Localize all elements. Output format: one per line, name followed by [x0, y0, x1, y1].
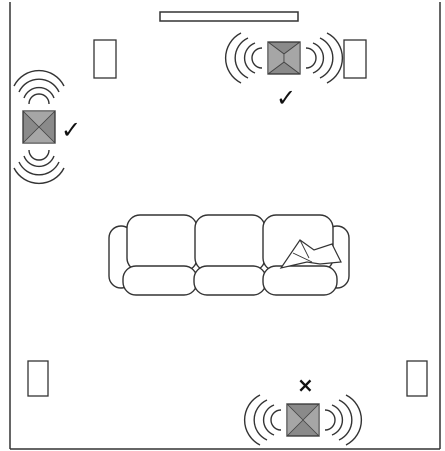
sound-wave-icon: [243, 394, 363, 446]
screen-icon: [159, 11, 299, 22]
sound-wave-icon: [224, 32, 344, 84]
x-mark-icon: ×: [297, 373, 314, 397]
speaker-center-active-icon: [267, 41, 301, 75]
speaker-rear-center-active-icon: [286, 403, 320, 437]
speaker-front-right-icon: [343, 39, 367, 79]
speaker-rear-left-icon: [27, 360, 49, 397]
checkmark-icon: ✓: [276, 84, 297, 112]
speaker-rear-right-icon: [406, 360, 428, 397]
sofa-icon: [108, 214, 350, 296]
speaker-front-left-icon: [93, 39, 117, 79]
checkmark-icon: ✓: [61, 116, 82, 144]
room-walls: [9, 2, 441, 450]
sound-wave-icon: [13, 69, 65, 185]
speaker-side-left-active-icon: [22, 110, 56, 144]
